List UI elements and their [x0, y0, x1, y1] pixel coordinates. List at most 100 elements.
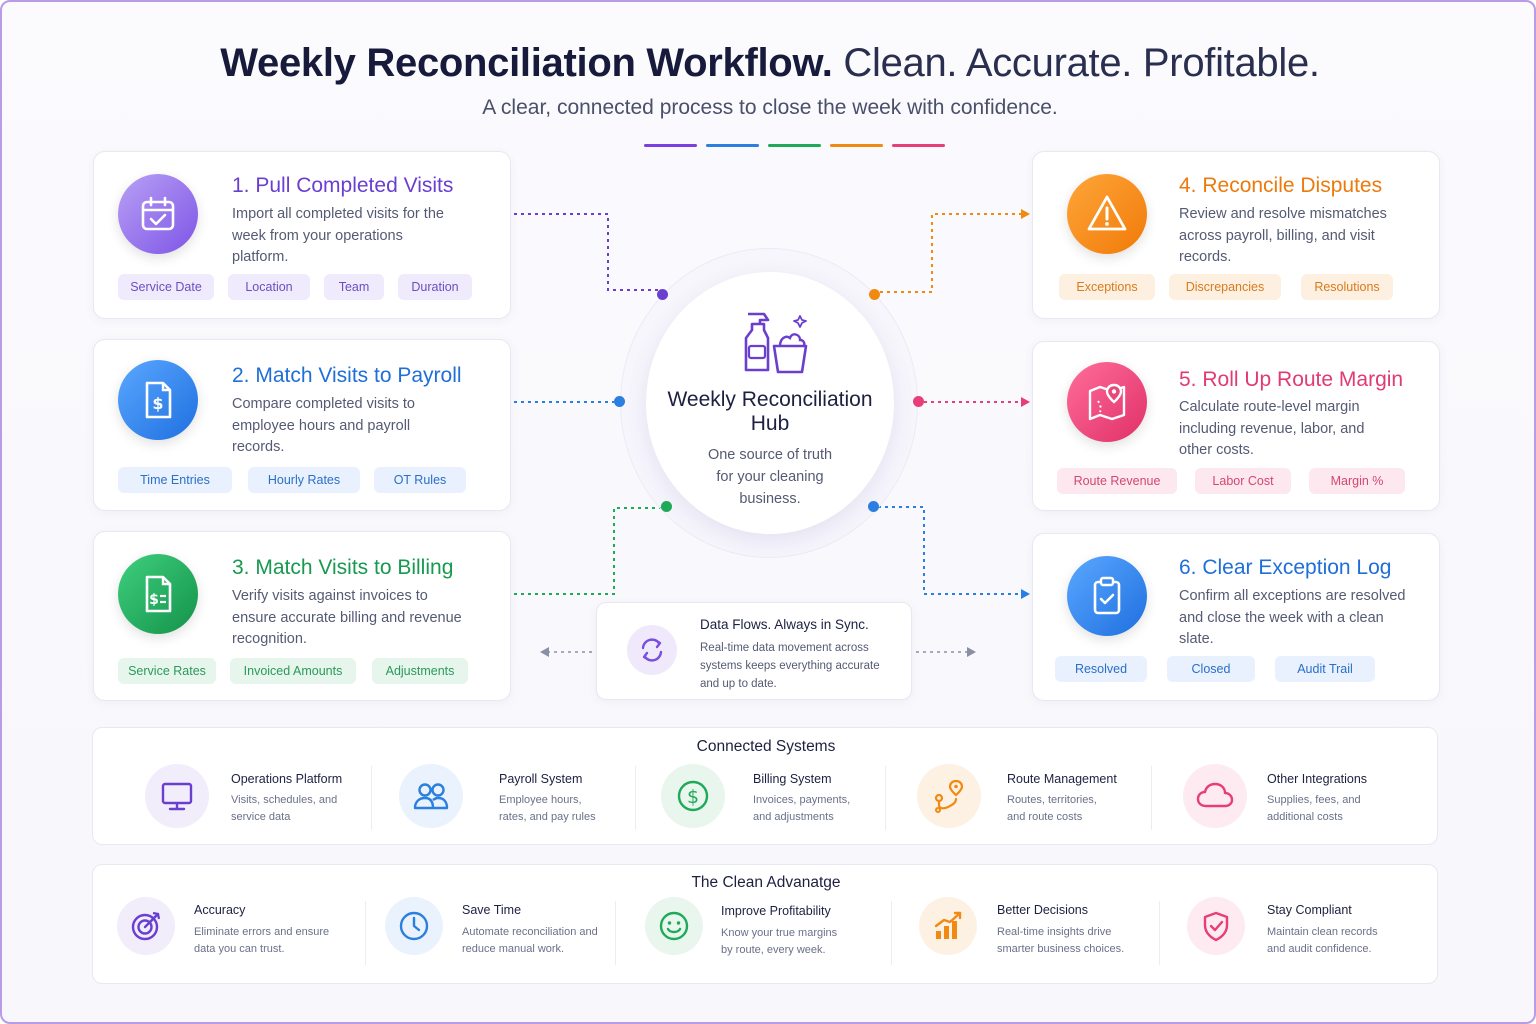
svg-text:$: $ — [152, 394, 163, 413]
route-icon — [917, 764, 981, 828]
title-light: Clean. Accurate. Profitable. — [832, 41, 1320, 85]
step-description: Compare completed visits to employee hou… — [232, 396, 415, 455]
advantage-description: Know your true margins by route, every w… — [721, 927, 838, 956]
hub-description: One source of truth for your cleaning bu… — [707, 447, 833, 507]
tag-chip[interactable]: Discrepancies — [1169, 274, 1281, 300]
connector-dot-green — [661, 501, 672, 512]
system-description: Employee hours, rates, and pay rules — [499, 794, 596, 823]
tag-chip[interactable]: Service Rates — [118, 658, 216, 684]
advantages-title: The Clean Advanatge — [691, 874, 841, 891]
advantage-description: Maintain clean records and audit confide… — [1267, 926, 1378, 955]
svg-text:$: $ — [149, 592, 159, 608]
connector-dot-blue-lower — [868, 501, 879, 512]
tag-chip[interactable]: Resolutions — [1301, 274, 1393, 300]
advantage-description: Automate reconciliation and reduce manua… — [462, 926, 598, 955]
system-description: Routes, territories, and route costs — [1007, 794, 1097, 823]
step-title: 1. Pull Completed Visits — [232, 174, 454, 197]
system-description: Supplies, fees, and additional costs — [1267, 794, 1361, 823]
step-description: Review and resolve mismatches across pay… — [1179, 206, 1387, 265]
step-card-4[interactable]: 4. Reconcile Disputes Review and resolve… — [1032, 151, 1440, 319]
step-description: Verify visits against invoices to ensure… — [232, 588, 462, 647]
page-subtitle: A clear, connected process to close the … — [482, 96, 1058, 119]
connector-dot-orange — [869, 289, 880, 300]
divider — [885, 766, 886, 830]
accent-bar-orange — [830, 144, 883, 147]
page-title: Weekly Reconciliation Workflow. Clean. A… — [2, 38, 1534, 88]
clipboard-check-icon — [1067, 556, 1147, 636]
smile-icon — [645, 897, 703, 955]
monitor-icon — [145, 764, 209, 828]
sync-icon — [627, 625, 677, 675]
tag-chip[interactable]: Margin % — [1309, 468, 1405, 494]
hub-title: Weekly Reconciliation Hub — [667, 388, 873, 435]
system-description: Invoices, payments, and adjustments — [753, 794, 851, 823]
step-title: 3. Match Visits to Billing — [232, 556, 454, 579]
tag-chip[interactable]: Hourly Rates — [248, 467, 360, 493]
tag-chip[interactable]: Resolved — [1055, 656, 1147, 682]
tag-chip[interactable]: Team — [324, 274, 384, 300]
step-card-3[interactable]: $ 3. Match Visits to Billing Verify visi… — [93, 531, 511, 701]
step-title: 5. Roll Up Route Margin — [1179, 368, 1404, 391]
invoice-icon: $ — [118, 554, 198, 634]
tag-chip[interactable]: Route Revenue — [1057, 468, 1177, 494]
users-icon — [399, 764, 463, 828]
connector-dot-purple — [657, 289, 668, 300]
step-card-5[interactable]: 5. Roll Up Route Margin Calculate route-… — [1032, 341, 1440, 511]
bar-chart-icon — [919, 897, 977, 955]
svg-text:$: $ — [687, 786, 699, 808]
data-flow-title: Data Flows. Always in Sync. — [700, 617, 869, 632]
advantage-title: Stay Compliant — [1267, 903, 1352, 917]
step-card-1[interactable]: 1. Pull Completed Visits Import all comp… — [93, 151, 511, 319]
step-title: 6. Clear Exception Log — [1179, 556, 1392, 579]
step-card-2[interactable]: $ 2. Match Visits to Payroll Compare com… — [93, 339, 511, 511]
divider — [615, 901, 616, 965]
tag-chip[interactable]: Invoiced Amounts — [230, 658, 356, 684]
advantage-title: Accuracy — [194, 903, 246, 917]
step-title: 4. Reconcile Disputes — [1179, 174, 1383, 197]
accent-bar-blue — [706, 144, 759, 147]
advantage-description: Real-time insights drive smarter busines… — [997, 926, 1125, 955]
accent-bar-purple — [644, 144, 697, 147]
connector-dot-blue — [614, 396, 625, 407]
connected-systems-panel: Connected Systems Operations Platform Vi… — [92, 727, 1438, 845]
tag-chip[interactable]: Labor Cost — [1195, 468, 1291, 494]
system-title: Other Integrations — [1267, 772, 1368, 786]
tag-chip[interactable]: Location — [228, 274, 310, 300]
tag-chip[interactable]: OT Rules — [374, 467, 466, 493]
shield-check-icon — [1187, 897, 1245, 955]
divider — [365, 901, 366, 965]
reconciliation-hub: Weekly Reconciliation Hub One source of … — [646, 272, 894, 534]
tag-chip[interactable]: Audit Trail — [1275, 656, 1375, 682]
advantages-panel: The Clean Advanatge Accuracy Eliminate e… — [92, 864, 1438, 984]
cloud-icon — [1183, 764, 1247, 828]
system-title: Route Management — [1007, 772, 1117, 786]
accent-bar-green — [768, 144, 821, 147]
step-card-6[interactable]: 6. Clear Exception Log Confirm all excep… — [1032, 533, 1440, 701]
tag-chip[interactable]: Service Date — [118, 274, 214, 300]
data-flow-panel: Data Flows. Always in Sync. Real-time da… — [596, 602, 912, 700]
advantage-description: Eliminate errors and ensure data you can… — [194, 926, 330, 955]
connected-systems-title: Connected Systems — [696, 738, 836, 755]
advantage-title: Better Decisions — [997, 903, 1089, 917]
clock-icon — [385, 897, 443, 955]
advantage-title: Improve Profitability — [721, 904, 831, 918]
system-title: Operations Platform — [231, 772, 343, 786]
step-description: Import all completed visits for the week… — [232, 206, 444, 265]
cleaning-supplies-icon — [740, 308, 810, 381]
tag-chip[interactable]: Duration — [398, 274, 472, 300]
tag-chip[interactable]: Exceptions — [1059, 274, 1155, 300]
system-title: Payroll System — [499, 772, 583, 786]
tag-chip[interactable]: Adjustments — [372, 658, 468, 684]
advantage-title: Save Time — [462, 903, 522, 917]
data-flow-description: Real-time data movement across systems k… — [700, 642, 880, 690]
title-bold: Weekly Reconciliation Workflow. — [220, 41, 833, 85]
system-description: Visits, schedules, and service data — [231, 794, 338, 823]
dollar-circle-icon: $ — [661, 764, 725, 828]
step-title: 2. Match Visits to Payroll — [232, 364, 462, 387]
dollar-document-icon: $ — [118, 360, 198, 440]
step-description: Confirm all exceptions are resolved and … — [1179, 588, 1406, 647]
tag-chip[interactable]: Time Entries — [118, 467, 232, 493]
tag-chip[interactable]: Closed — [1167, 656, 1255, 682]
